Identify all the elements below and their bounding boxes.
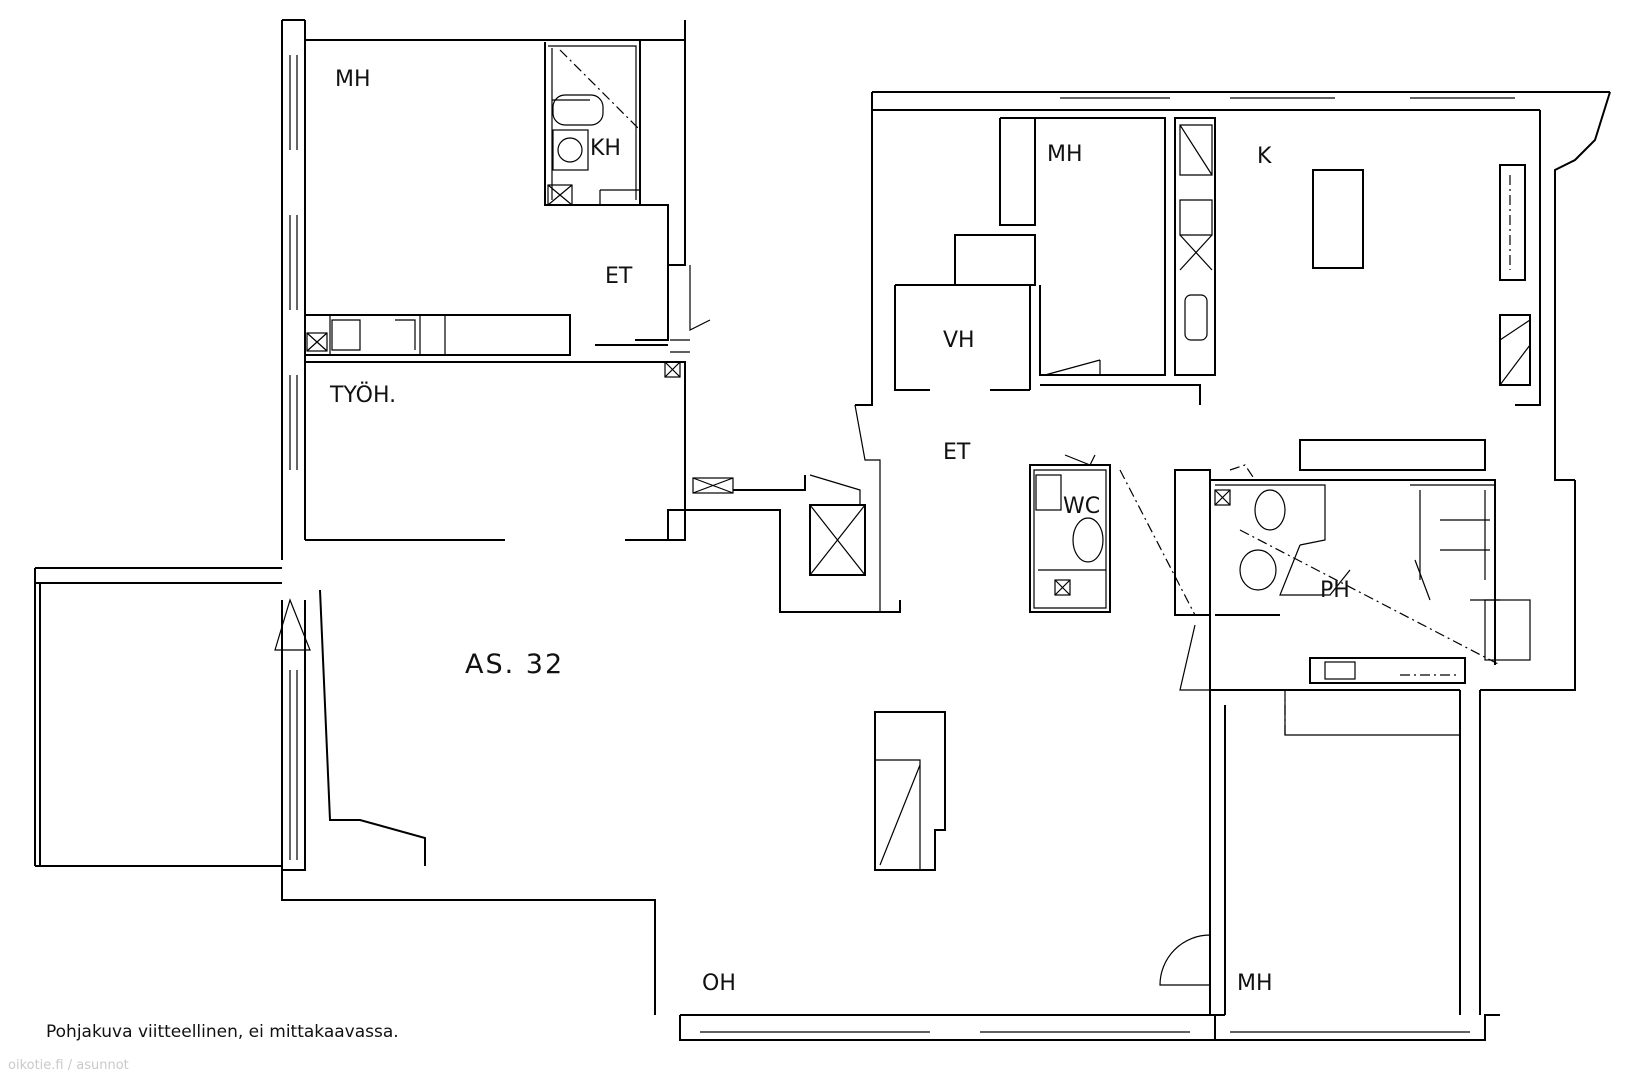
room-label-k: K	[1257, 144, 1272, 169]
room-label-mh-top-left: MH	[335, 67, 371, 92]
disclaimer-note: Pohjakuva viitteellinen, ei mittakaavass…	[46, 1022, 399, 1042]
left-wing-interior	[274, 42, 901, 651]
apartment-label: AS. 32	[465, 649, 564, 680]
kitchen	[1174, 117, 1531, 386]
room-label-tyoh: TYÖH.	[329, 382, 396, 408]
room-label-mh-bottom-right: MH	[1237, 971, 1273, 996]
room-label-ph: PH	[1320, 578, 1350, 603]
central-pillar	[874, 711, 946, 871]
room-label-kh: KH	[590, 136, 621, 161]
room-label-oh: OH	[702, 971, 736, 996]
middle-rooms	[894, 117, 1201, 616]
room-label-vh: VH	[943, 328, 975, 353]
exterior-walls	[34, 19, 1611, 1041]
room-label-et-left: ET	[605, 264, 633, 289]
room-label-mh-middle: MH	[1047, 142, 1083, 167]
room-label-wc: WC	[1063, 494, 1100, 519]
central-shaft	[809, 404, 881, 612]
watermark: oikotie.fi / asunnot	[8, 1058, 129, 1073]
bathroom-ph	[1174, 439, 1531, 666]
room-label-et-middle: ET	[943, 440, 971, 465]
room-labels: MH KH ET TYÖH. MH K VH ET WC PH AS. 32 O…	[329, 67, 1350, 996]
bottom-right-bedroom	[1159, 615, 1466, 1016]
